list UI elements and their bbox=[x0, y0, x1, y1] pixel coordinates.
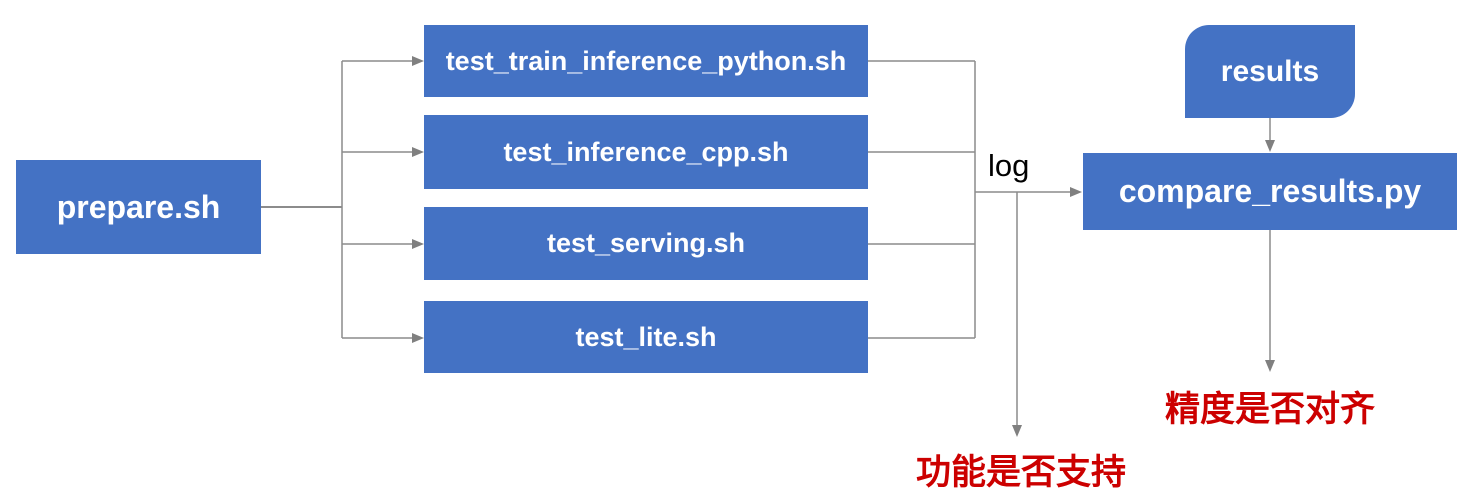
edge-prepare-to-tests bbox=[261, 56, 424, 343]
edge-label-log: log bbox=[988, 148, 1030, 183]
node-test-inference-cpp: test_inference_cpp.sh bbox=[424, 115, 868, 189]
node-label: results bbox=[1220, 54, 1320, 88]
node-prepare-sh: prepare.sh bbox=[16, 160, 261, 254]
node-results: results bbox=[1185, 25, 1355, 118]
node-compare-results-py: compare_results.py bbox=[1083, 153, 1457, 230]
node-test-train-inference-python: test_train_inference_python.sh bbox=[424, 25, 868, 97]
annotation-precision-alignment: 精度是否对齐 bbox=[1164, 390, 1375, 429]
node-test-lite: test_lite.sh bbox=[424, 301, 868, 373]
node-label: test_inference_cpp.sh bbox=[503, 136, 789, 167]
node-label: test_serving.sh bbox=[546, 228, 746, 258]
node-label: test_lite.sh bbox=[575, 321, 717, 352]
node-label: compare_results.py bbox=[1118, 173, 1422, 209]
annotation-function-support: 功能是否支持 bbox=[915, 453, 1126, 492]
node-test-serving: test_serving.sh bbox=[424, 207, 868, 280]
node-label: test_train_inference_python.sh bbox=[445, 45, 847, 76]
edge-tests-to-log bbox=[868, 60, 976, 339]
node-label: prepare.sh bbox=[56, 188, 221, 225]
